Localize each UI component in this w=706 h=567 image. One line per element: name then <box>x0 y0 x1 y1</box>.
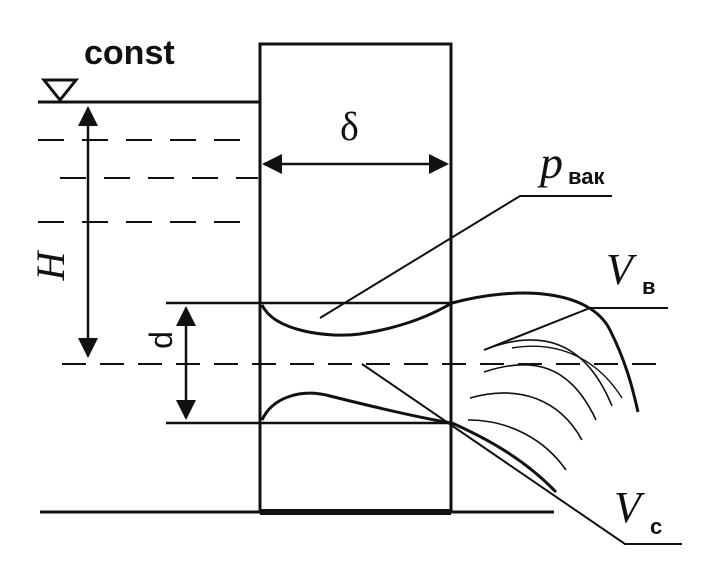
label-d: d <box>143 331 179 349</box>
label-v-b: V <box>606 245 638 294</box>
jet-lower-trajectory <box>451 421 558 494</box>
label-v-c-subscript: с <box>650 514 662 539</box>
jet-streamline-4 <box>467 419 567 471</box>
vena-contracta-upper <box>260 301 453 337</box>
jet-streamline-1 <box>483 339 613 407</box>
label-H: H <box>28 249 73 281</box>
label-v-c: V <box>614 483 646 532</box>
jet-streamline-3 <box>469 392 583 441</box>
jet-upper-trajectory <box>451 291 640 413</box>
vena-contracta-lower <box>260 391 453 425</box>
jet-streamline-2 <box>483 363 597 421</box>
label-p-vak-subscript: вак <box>568 164 605 189</box>
label-const: const <box>84 34 175 72</box>
v-c-leader <box>361 363 682 545</box>
v-b-leader <box>483 307 668 351</box>
triangle-down-icon <box>40 78 80 103</box>
label-v-b-subscript: в <box>642 274 656 299</box>
p-vak-leader <box>319 195 612 319</box>
label-p-vak: p <box>537 137 563 188</box>
jet-streamline-5 <box>511 345 623 399</box>
label-delta: δ <box>340 104 359 149</box>
